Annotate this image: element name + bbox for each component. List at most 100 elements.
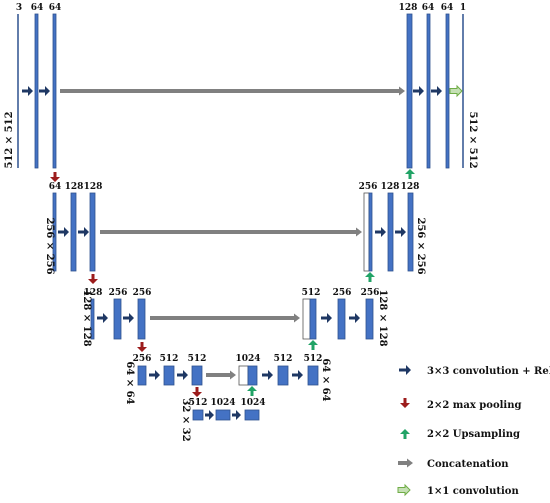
legend-conv-icon xyxy=(399,365,411,375)
legend-concat-icon xyxy=(398,458,413,468)
feature-map-r1-a xyxy=(406,13,413,169)
feature-map-r4-c xyxy=(307,365,319,386)
resolution-label: 128 × 128 xyxy=(377,289,388,346)
resolution-label: 512 × 512 xyxy=(467,111,478,168)
conv-arrow xyxy=(39,86,50,96)
concat-arrow xyxy=(60,86,405,96)
channel-label: 256 xyxy=(133,288,152,298)
channel-label: 64 xyxy=(49,182,62,192)
conv-arrow xyxy=(123,313,134,323)
resolution-label: 256 × 256 xyxy=(415,217,426,274)
legend-concat-label: Concatenation xyxy=(427,459,509,470)
feature-map-l4-c xyxy=(191,365,203,386)
feature-map-r2-b xyxy=(387,192,394,272)
conv-arrow xyxy=(413,86,424,96)
level-2: 64 128 128 256 128 128 256 × 256 256 × 2… xyxy=(44,182,426,275)
channel-label: 512 xyxy=(302,288,321,298)
legend-pool-label: 2×2 max pooling xyxy=(427,400,521,411)
feature-map-r3-b xyxy=(337,298,346,340)
feature-map-r4-b xyxy=(277,365,289,386)
conv-arrow xyxy=(349,313,360,323)
pool-arrow xyxy=(137,342,147,352)
channel-label: 64 xyxy=(422,3,435,13)
level-4: 256 512 512 1024 512 512 64 × 64 64 × 64 xyxy=(124,354,331,405)
channel-label: 1024 xyxy=(235,354,260,364)
feature-map-r2-c xyxy=(407,192,414,272)
feature-map-r2-a-upsampled xyxy=(368,192,373,272)
conv-arrow xyxy=(58,227,69,237)
feature-map-b-a xyxy=(192,409,204,421)
conv-arrow xyxy=(292,370,303,380)
pool-arrow xyxy=(50,172,60,182)
feature-map-l3-a xyxy=(90,298,95,340)
feature-map-r4-a-copied xyxy=(238,365,249,386)
resolution-label: 32 × 32 xyxy=(180,398,191,441)
pool-arrows xyxy=(50,172,202,397)
conv-arrow xyxy=(321,313,332,323)
channel-label: 256 xyxy=(133,354,152,364)
feature-map-l1-b xyxy=(52,13,57,169)
conv-arrow xyxy=(177,370,188,380)
pool-arrow xyxy=(88,274,98,284)
conv-arrow xyxy=(375,227,386,237)
legend-up-label: 2×2 Upsampling xyxy=(427,429,520,440)
conv-arrow xyxy=(78,227,89,237)
channel-label: 512 xyxy=(160,354,179,364)
feature-map-r2-a-copied xyxy=(363,192,370,272)
conv-arrow xyxy=(431,86,442,96)
feature-map-b-c xyxy=(244,409,260,421)
channel-label: 64 xyxy=(31,3,44,13)
channel-label: 128 xyxy=(84,182,103,192)
legend-up-icon xyxy=(400,429,410,439)
feature-map-r3-c xyxy=(365,298,374,340)
legend: 3×3 convolution + ReLU 2×2 max pooling 2… xyxy=(397,365,550,497)
concat-arrow xyxy=(206,370,236,380)
channel-label: 1 xyxy=(460,3,466,13)
up-arrows xyxy=(247,169,415,396)
feature-map-l3-b xyxy=(113,298,122,340)
legend-final-label: 1×1 convolution xyxy=(427,486,519,497)
channel-label: 256 xyxy=(361,288,380,298)
feature-map-r1-b xyxy=(426,13,431,169)
conv-arrow xyxy=(97,313,108,323)
feature-map-l4-a xyxy=(137,365,147,386)
channel-label: 128 xyxy=(65,182,84,192)
conv-arrow xyxy=(262,370,273,380)
conv-arrow xyxy=(149,370,160,380)
feature-map-l2-a xyxy=(52,192,57,272)
channel-label: 512 xyxy=(274,354,293,364)
conv-arrow xyxy=(395,227,406,237)
conv-arrow xyxy=(22,86,33,96)
conv-arrow xyxy=(232,410,241,420)
conv-arrow xyxy=(205,410,214,420)
feature-map-l3-c xyxy=(137,298,146,340)
channel-label: 128 xyxy=(381,182,400,192)
concat-arrow xyxy=(150,313,300,323)
channel-label: 256 xyxy=(359,182,378,192)
final-conv-arrow xyxy=(449,84,463,98)
upsampling-arrow xyxy=(247,386,257,396)
channel-label: 1024 xyxy=(240,398,265,408)
legend-pool-icon xyxy=(400,398,410,408)
resolution-label: 512 × 512 xyxy=(4,111,15,168)
feature-map-l2-c xyxy=(89,192,96,272)
feature-map-b-b xyxy=(215,409,231,421)
concat-arrow xyxy=(100,227,362,237)
channel-label: 128 xyxy=(84,288,103,298)
feature-map-r1-c xyxy=(445,13,450,169)
level-1: 3 64 64 128 64 64 1 512 × 512 512 × 512 xyxy=(4,3,478,169)
feature-map-l1-a xyxy=(34,13,39,169)
legend-conv-label: 3×3 convolution + ReLU xyxy=(427,366,550,377)
bottleneck: 512 1024 1024 32 × 32 xyxy=(180,398,266,442)
channel-label: 512 xyxy=(189,398,208,408)
channel-label: 3 xyxy=(16,3,22,13)
resolution-label: 64 × 64 xyxy=(124,361,135,404)
channel-label: 64 xyxy=(49,3,62,13)
channel-label: 128 xyxy=(399,3,418,13)
legend-final-icon xyxy=(397,483,411,497)
channel-label: 512 xyxy=(188,354,207,364)
feature-map-l4-b xyxy=(163,365,175,386)
feature-map-r3-a-upsampled xyxy=(309,298,317,340)
feature-map-r3-a-copied xyxy=(302,298,311,340)
